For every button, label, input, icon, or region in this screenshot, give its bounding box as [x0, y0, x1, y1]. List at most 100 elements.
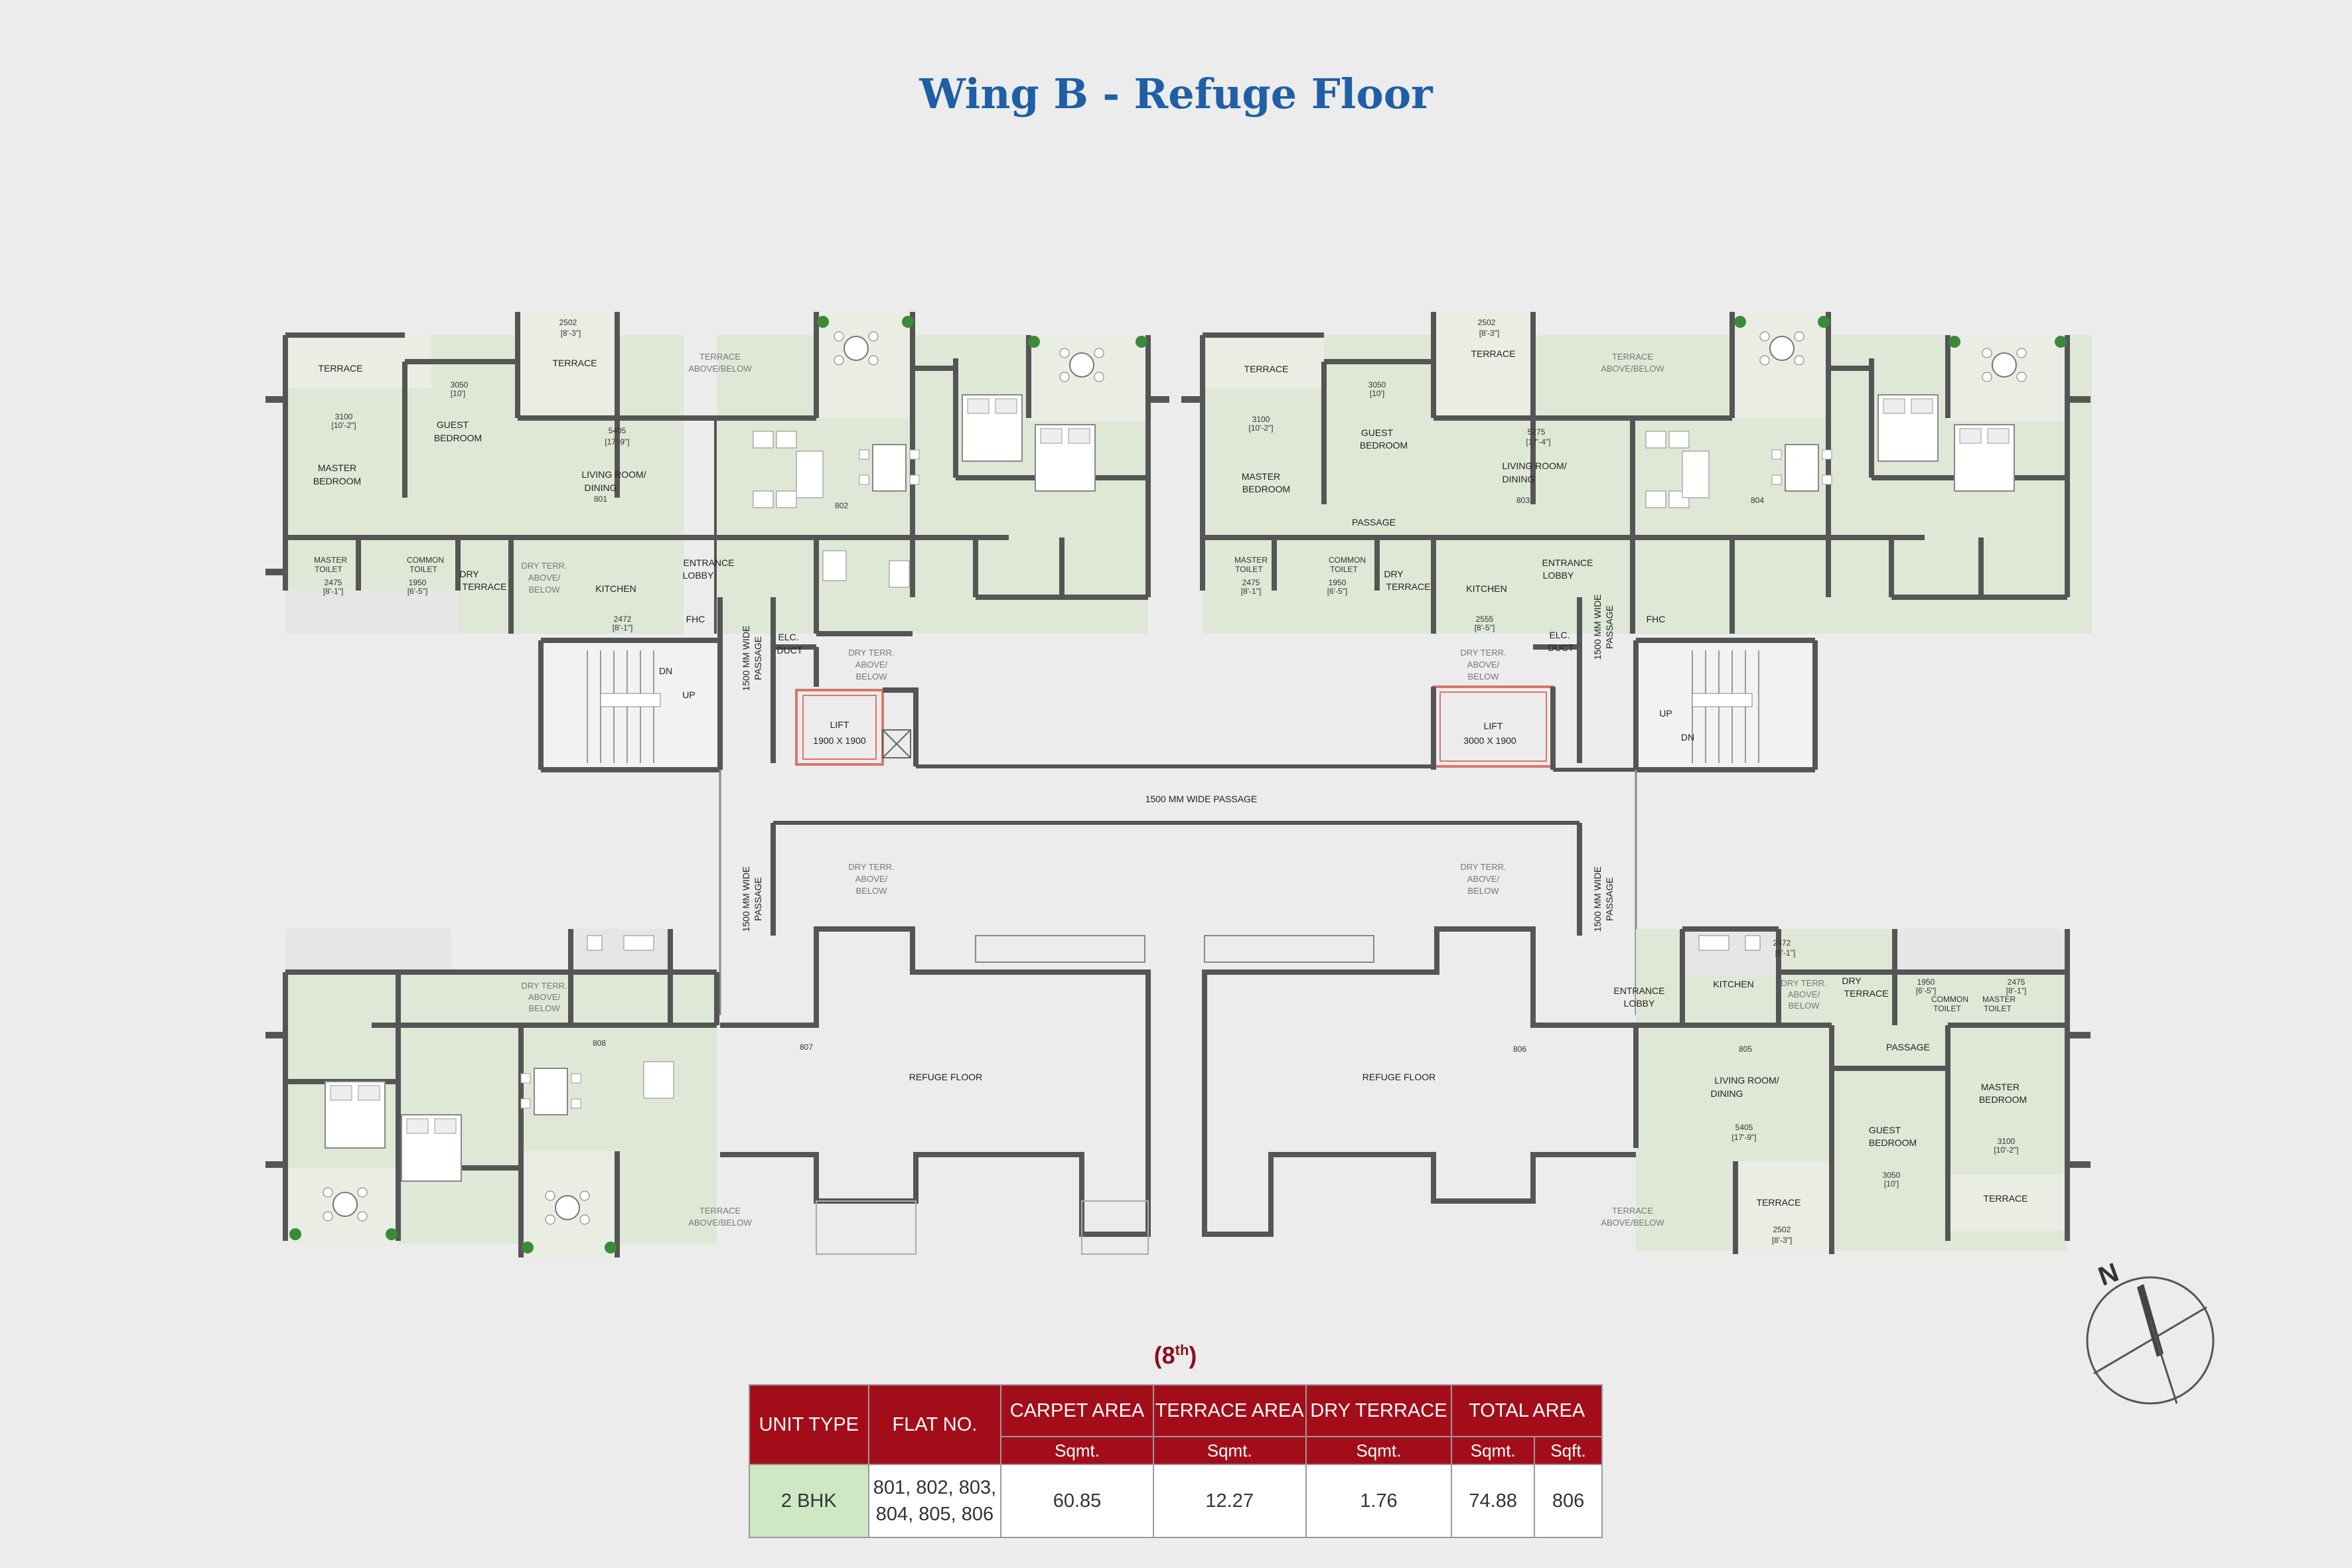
- page-title: Wing B - Refuge Floor: [919, 70, 1433, 118]
- unit-carpet: Sqmt.: [1000, 1436, 1154, 1465]
- label-terrace: TERRACE: [1471, 348, 1516, 359]
- label-refuge-floor: REFUGE FLOOR: [1362, 1072, 1435, 1082]
- dim: 2555: [1476, 614, 1494, 624]
- label-living-dining: DINING: [1503, 474, 1535, 484]
- label-elc-duct: ELC.: [778, 632, 798, 642]
- cell-flat-no: 801, 802, 803,804, 805, 806: [867, 1464, 1002, 1538]
- dim: [8'-1"]: [323, 587, 344, 596]
- flat-no-line2: 804, 805, 806: [875, 1504, 994, 1525]
- label-guest-bedroom: BEDROOM: [434, 433, 482, 443]
- label-elc-duct: DUCT: [1548, 642, 1574, 653]
- core-right: [1431, 597, 1818, 772]
- label-terrace: TERRACE: [553, 358, 597, 368]
- dim: [17'-4"]: [1526, 437, 1550, 447]
- dim: 5405: [1735, 1123, 1753, 1132]
- label-lift: LIFT: [1484, 721, 1503, 731]
- cell-total-sqft: 806: [1534, 1464, 1603, 1538]
- label-common-toilet: TOILET: [409, 565, 437, 574]
- label-dry-terrace: TERRACE: [1386, 581, 1431, 592]
- label-kitchen: KITCHEN: [1466, 583, 1507, 594]
- label-guest-bedroom: GUEST: [1361, 427, 1394, 438]
- label-dry-terr: ABOVE/: [528, 992, 561, 1002]
- label-dry-terr: ABOVE/: [1467, 660, 1500, 670]
- cell-total-sqmt: 74.88: [1451, 1464, 1536, 1538]
- label-dry-terr: DRY TERR.: [848, 648, 894, 658]
- refuge-807-plan: [720, 926, 1151, 1255]
- dim: [10']: [1884, 1179, 1899, 1188]
- label-fhc: FHC: [1647, 614, 1666, 624]
- dim: [8'-1"]: [1775, 948, 1796, 958]
- label-entrance-lobby: LOBBY: [1543, 570, 1574, 581]
- cell-carpet-area: 60.85: [1000, 1464, 1154, 1538]
- label-unit-804: 804: [1751, 496, 1764, 505]
- dim: [6'-5"]: [1916, 986, 1937, 995]
- dim: [8'-3"]: [561, 328, 581, 338]
- room-labels: TERRACE TERRACE MASTER BEDROOM GUEST BED…: [313, 318, 2028, 1245]
- label-terrace-above: TERRACE: [1612, 352, 1653, 362]
- dim: 2475: [2008, 977, 2025, 987]
- area-table: UNIT TYPE FLAT NO. CARPET AREA TERRACE A…: [749, 1384, 1603, 1538]
- unit-803-804-plan: [1181, 312, 2092, 634]
- unit-802-plan: [717, 312, 1169, 636]
- dim: [10'-2"]: [331, 421, 356, 430]
- label-passage-v: PASSAGE: [1604, 605, 1615, 649]
- label-fhc: FHC: [686, 614, 705, 624]
- compass-label: N: [2095, 1257, 2122, 1291]
- label-elc-duct: ELC.: [1549, 630, 1570, 640]
- label-entrance-lobby: ENTRANCE: [1542, 557, 1593, 568]
- label-living-dining: DINING: [585, 482, 617, 493]
- label-dry-terr: ABOVE/: [528, 573, 561, 583]
- label-dn: DN: [1681, 732, 1694, 743]
- dim: [6'-5"]: [1327, 587, 1348, 596]
- label-guest-bedroom: GUEST: [1869, 1125, 1901, 1135]
- dim: 3050: [1368, 380, 1386, 390]
- label-entrance-lobby: ENTRANCE: [683, 557, 734, 568]
- dim: 2472: [614, 614, 632, 624]
- dim: 5405: [609, 426, 626, 435]
- label-master-toilet: MASTER: [314, 555, 347, 565]
- label-terrace-above: TERRACE: [699, 1206, 741, 1216]
- label-entrance-lobby: ENTRANCE: [1613, 985, 1664, 996]
- label-dry-terr: DRY TERR.: [1781, 978, 1826, 988]
- label-common-toilet: COMMON: [1329, 555, 1366, 565]
- label-dry-terr: ABOVE/: [1788, 989, 1820, 999]
- label-terrace-above: ABOVE/BELOW: [1601, 1218, 1664, 1228]
- label-up: UP: [682, 689, 695, 700]
- label-dry-terr: BELOW: [856, 672, 888, 681]
- label-guest-bedroom: BEDROOM: [1360, 440, 1408, 451]
- label-terrace: TERRACE: [1757, 1197, 1801, 1208]
- cell-unit-type: 2 BHK: [749, 1464, 869, 1538]
- label-master-bedroom: BEDROOM: [313, 476, 361, 486]
- dim: 2502: [1773, 1225, 1791, 1234]
- label-dry-terrace: DRY: [1842, 975, 1862, 986]
- label-dry-terr: BELOW: [1468, 672, 1500, 681]
- label-dn: DN: [659, 666, 672, 676]
- floor-suffix: th: [1175, 1342, 1189, 1358]
- label-master-toilet: TOILET: [1984, 1004, 2012, 1013]
- label-dry-terrace: DRY: [1384, 569, 1404, 579]
- label-unit-802: 802: [835, 501, 848, 510]
- label-dry-terr: BELOW: [529, 1003, 561, 1013]
- dim: 3050: [1883, 1171, 1901, 1180]
- label-unit-808: 808: [593, 1038, 606, 1048]
- dim: 1950: [409, 578, 427, 587]
- label-common-toilet: COMMON: [1931, 995, 1968, 1004]
- dim: [17'-9"]: [605, 437, 629, 447]
- label-passage-v: 1500 MM WIDE: [741, 867, 751, 932]
- unit-total-sqft: Sqft.: [1534, 1436, 1603, 1465]
- floor-label: (8th): [1082, 1342, 1268, 1370]
- label-dry-terrace: TERRACE: [463, 581, 507, 592]
- label-terrace-above: TERRACE: [1612, 1206, 1653, 1216]
- dim: [10']: [451, 389, 465, 398]
- dim: [8'-3"]: [1479, 328, 1500, 338]
- label-dry-terrace: TERRACE: [1844, 988, 1889, 999]
- dim: [8'-3"]: [1772, 1236, 1793, 1245]
- cell-dry-terrace: 1.76: [1305, 1464, 1453, 1538]
- label-master-toilet: MASTER: [1982, 995, 2016, 1004]
- label-entrance-lobby: LOBBY: [1624, 998, 1655, 1009]
- header-flat-no: FLAT NO.: [867, 1384, 1002, 1465]
- label-terrace: TERRACE: [1984, 1193, 2028, 1204]
- dim: 3100: [1252, 415, 1270, 424]
- label-common-toilet: TOILET: [1933, 1004, 1961, 1013]
